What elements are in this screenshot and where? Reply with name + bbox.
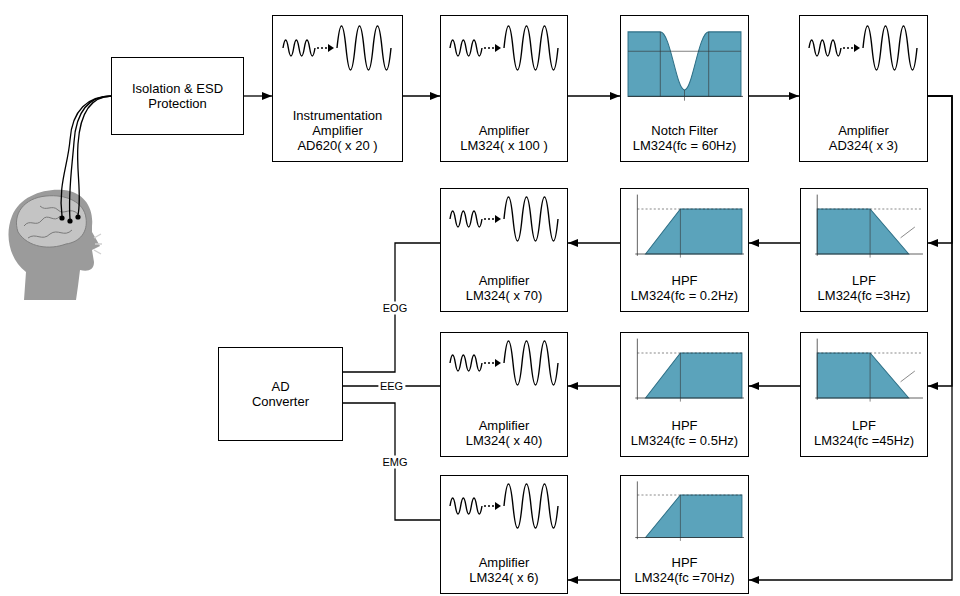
gain-icon <box>809 26 917 70</box>
chip-spec: LM324(fc =70Hz) <box>634 570 734 585</box>
brain <box>16 196 86 247</box>
signal-line <box>749 385 800 386</box>
lpf-graph <box>815 195 923 258</box>
gain-icon <box>450 341 558 385</box>
signal-name: EEG <box>378 380 405 393</box>
head-silhouette <box>8 190 100 300</box>
amplifier-box: AmplifierLM324( x 100 ) <box>440 15 568 162</box>
amplifier-box: AmplifierLM324( x 70) <box>440 188 568 312</box>
notch-graph <box>628 32 743 101</box>
signal-line <box>749 96 952 580</box>
block-name: Amplifier <box>479 418 530 433</box>
lpf-graph <box>815 339 923 402</box>
electrode-dot <box>75 214 80 219</box>
chip-spec: AD324( x 3) <box>829 138 898 153</box>
block-name: Instrumentation Amplifier <box>278 108 397 138</box>
block-name: LPF <box>852 273 876 288</box>
signal-line <box>343 403 440 520</box>
signal-line <box>749 242 800 243</box>
signal-line <box>928 96 952 386</box>
block-name: AD Converter <box>246 379 316 409</box>
filter-box: LPFLM324(fc =3Hz) <box>800 188 928 312</box>
amplifier-box: AmplifierAD324( x 3) <box>799 15 928 162</box>
electrode-wire <box>69 96 112 219</box>
amplifier-box: Instrumentation AmplifierAD620( x 20 ) <box>272 15 403 162</box>
gain-icon <box>450 26 558 70</box>
chip-spec: LM324( x 6) <box>469 570 538 585</box>
block-name: HPF <box>672 273 698 288</box>
signal-line <box>928 96 952 243</box>
chip-spec: LM324( x 70) <box>466 288 543 303</box>
filter-box: LPFLM324(fc =45Hz) <box>800 332 928 457</box>
electrode-dot <box>59 215 64 220</box>
amplifier-box: AmplifierLM324( x 40) <box>440 332 568 457</box>
signal-line <box>343 243 440 372</box>
face-rays <box>94 234 102 254</box>
chip-spec: LM324( x 100 ) <box>460 138 547 153</box>
block-name: HPF <box>672 555 698 570</box>
block-name: Amplifier <box>479 123 530 138</box>
electrode-wire <box>61 96 112 216</box>
block-name: HPF <box>672 418 698 433</box>
chip-spec: LM324( x 40) <box>466 433 543 448</box>
block-name: Amplifier <box>838 123 889 138</box>
isolation-box: Isolation & ESD Protection <box>111 57 244 135</box>
signal-line <box>749 95 799 96</box>
hpf-graph <box>635 481 744 541</box>
electrode-dot <box>67 218 72 223</box>
signal-line <box>244 95 272 96</box>
signal-line <box>568 242 620 243</box>
electrode-wire <box>78 96 112 215</box>
chip-spec: LM324(fc = 0.5Hz) <box>631 433 738 448</box>
signal-name: EMG <box>380 455 409 468</box>
hpf-graph <box>635 339 744 402</box>
filter-box: HPFLM324(fc = 0.5Hz) <box>620 332 749 457</box>
filter-box: HPFLM324(fc =70Hz) <box>620 475 749 594</box>
gain-icon <box>450 197 558 241</box>
gain-icon <box>283 26 391 70</box>
signal-line <box>568 95 620 96</box>
hpf-graph <box>635 195 744 258</box>
block-name: LPF <box>852 418 876 433</box>
block-name: Amplifier <box>479 555 530 570</box>
chip-spec: AD620( x 20 ) <box>297 138 377 153</box>
signal-line <box>568 579 620 580</box>
block-name: Notch Filter <box>651 123 717 138</box>
signal-line <box>403 95 440 96</box>
chip-spec: LM324(fc =3Hz) <box>818 288 911 303</box>
filter-box: Notch FilterLM324(fc = 60Hz) <box>620 15 749 162</box>
chip-spec: LM324(fc =45Hz) <box>814 433 914 448</box>
signal-name: EOG <box>381 301 409 314</box>
signal-line <box>568 385 620 386</box>
chip-spec: LM324(fc = 0.2Hz) <box>631 288 738 303</box>
block-name: Isolation & ESD Protection <box>117 81 238 111</box>
chip-spec: LM324(fc = 60Hz) <box>633 138 737 153</box>
converter-box: AD Converter <box>218 347 343 441</box>
filter-box: HPFLM324(fc = 0.2Hz) <box>620 188 749 312</box>
block-name: Amplifier <box>479 273 530 288</box>
gain-icon <box>450 484 558 528</box>
amplifier-box: AmplifierLM324( x 6) <box>440 475 568 594</box>
